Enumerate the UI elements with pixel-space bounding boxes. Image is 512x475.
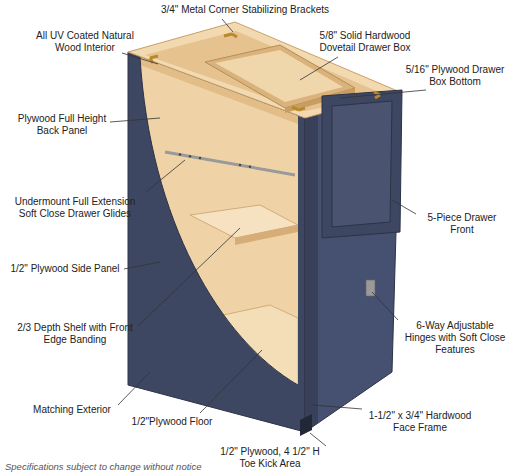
leader-line	[340, 90, 426, 98]
callout-label: 5/16" Plywood Drawer Box Bottom	[401, 64, 509, 88]
glide-dot	[239, 164, 241, 166]
glide-dot	[199, 157, 201, 159]
toe-kick	[300, 414, 312, 436]
leader-line	[124, 262, 160, 269]
corner-bracket	[292, 107, 305, 110]
drawer-front	[322, 90, 402, 238]
callout-label: All UV Coated Natural Wood Interior	[29, 30, 141, 54]
leader-line	[300, 57, 338, 80]
callout-label: 2/3 Depth Shelf with Front Edge Banding	[13, 322, 137, 346]
glide-dot	[189, 155, 191, 157]
caption: Specifications subject to change without…	[5, 461, 201, 473]
callout-label: 1/2" Plywood Side Panel	[3, 263, 127, 275]
leader-line	[310, 433, 326, 446]
leader-line	[118, 372, 150, 405]
leader-line	[110, 118, 160, 122]
leader-line	[313, 405, 362, 409]
leader-line	[200, 350, 262, 413]
leader-line	[392, 200, 416, 214]
callout-label: 3/4" Metal Corner Stabilizing Brackets	[140, 4, 350, 16]
front-face	[305, 92, 400, 432]
drawer-box-inside	[215, 50, 343, 102]
corner-bracket	[224, 34, 237, 37]
leader-line	[138, 228, 240, 326]
callout-label: 5/8" Solid Hardwood Dovetail Drawer Box	[313, 30, 417, 54]
callout-label: Plywood Full Height Back Panel	[14, 113, 110, 137]
face-frame	[305, 115, 318, 432]
leader-line	[146, 160, 185, 192]
callout-label: 1-1/2" x 3/4" Hardwood Face Frame	[361, 410, 479, 434]
callout-label: Matching Exterior	[24, 404, 120, 416]
callout-label: 1/2" Plywood, 4 1/2" H Toe Kick Area	[218, 446, 322, 470]
glide-dot	[179, 153, 181, 155]
callout-label: 5-Piece Drawer Front	[415, 212, 509, 236]
leader-line	[122, 53, 158, 64]
callout-label: Undermount Full Extension Soft Close Dra…	[5, 196, 145, 220]
leader-line	[372, 292, 398, 320]
callout-label: 1/2"Plywood Floor	[126, 416, 218, 428]
drawer-front-panel	[332, 101, 392, 227]
leader-line	[222, 19, 233, 32]
shelf-edge-banding	[235, 225, 298, 245]
callout-label: 6-Way Adjustable Hinges with Soft Close …	[400, 320, 510, 356]
drawer-glide	[165, 152, 295, 175]
glide-dot	[249, 166, 251, 168]
leader-lines	[110, 19, 426, 446]
